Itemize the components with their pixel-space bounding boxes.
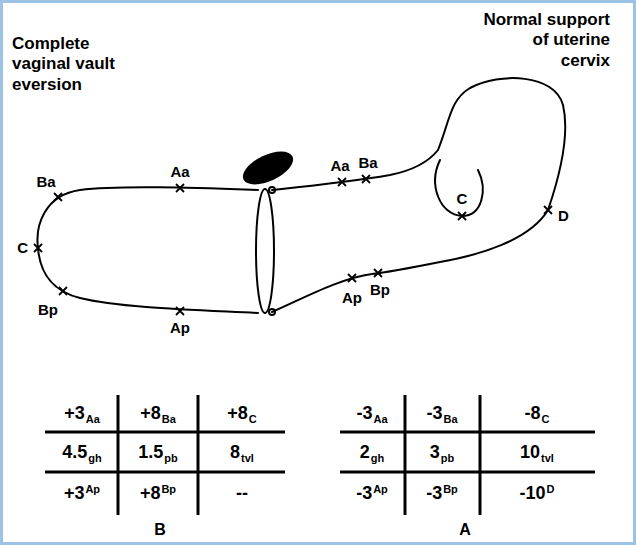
- cell-value: +3: [64, 483, 85, 503]
- table-cell: +8C: [227, 403, 256, 424]
- grid-line: [479, 395, 482, 515]
- table-cell: +8Ba: [140, 403, 176, 424]
- point-label: Ap: [170, 319, 190, 337]
- point-mark: [176, 307, 184, 315]
- point-label: C: [17, 239, 28, 257]
- point-subscript: Bp: [443, 483, 458, 495]
- point-mark: [34, 244, 42, 252]
- table-cell: --: [236, 483, 248, 504]
- grid-line: [117, 395, 120, 515]
- cell-value: 3: [430, 442, 440, 462]
- cell-value: -8: [525, 403, 541, 423]
- table-cell: -3Bp: [426, 483, 458, 504]
- point-subscript: Ap: [373, 483, 388, 495]
- point-label: Bp: [38, 301, 58, 319]
- region-title: Complete vaginal vault eversion: [12, 34, 122, 95]
- table-cell: -3Ap: [356, 483, 388, 504]
- table-cell: -8C: [525, 403, 550, 424]
- cell-value: -10: [520, 483, 546, 503]
- table-cell: 1.5pb: [138, 442, 177, 463]
- cell-value: 2: [360, 442, 370, 462]
- cell-value: 10: [520, 442, 540, 462]
- point-subscript: D: [547, 483, 555, 495]
- point-label: Ba: [36, 173, 55, 191]
- point-subscript: C: [249, 413, 257, 425]
- point-subscript: Aa: [86, 413, 100, 425]
- point-subscript: tvl: [241, 452, 254, 464]
- table-caption: A: [459, 520, 471, 539]
- table-cell: 10tvl: [520, 442, 554, 463]
- table-cell: 4.5gh: [62, 442, 101, 463]
- table-cell: 2gh: [360, 442, 384, 463]
- grid-line: [45, 431, 285, 434]
- introitus-ring: [256, 189, 274, 313]
- point-subscript: Aa: [373, 413, 387, 425]
- cell-value: --: [236, 483, 248, 503]
- point-mark: [458, 212, 466, 220]
- point-marks: [34, 175, 552, 315]
- cell-value: -3: [356, 403, 372, 423]
- point-subscript: Ap: [85, 483, 100, 495]
- point-mark: [338, 178, 346, 186]
- grid-line: [197, 395, 200, 515]
- cell-value: 1.5: [138, 442, 163, 462]
- point-subscript: tvl: [541, 452, 554, 464]
- point-label: Aa: [330, 157, 349, 175]
- cell-value: +3: [64, 403, 85, 423]
- cell-value: 8: [230, 442, 240, 462]
- point-subscript: Ba: [162, 413, 176, 425]
- point-subscript: Bp: [161, 483, 176, 495]
- point-label: C: [457, 190, 468, 208]
- point-mark: [59, 287, 67, 295]
- table-cell: +3Ap: [64, 483, 100, 504]
- grid-line: [340, 471, 595, 474]
- cervix-outline: [435, 160, 482, 216]
- grid-line: [45, 471, 285, 474]
- point-label: Ba: [358, 154, 377, 172]
- table-caption: B: [154, 520, 166, 539]
- point-mark: [54, 193, 62, 201]
- cell-value: +8: [227, 403, 248, 423]
- point-subscript: gh: [88, 452, 101, 464]
- cell-value: +8: [140, 483, 161, 503]
- anterior-wall: [272, 78, 565, 210]
- grid-line: [340, 431, 595, 434]
- point-label: D: [558, 207, 569, 225]
- cell-value: +8: [140, 403, 161, 423]
- region-title: Normal support of uterine cervix: [481, 10, 610, 71]
- point-subscript: pb: [164, 452, 177, 464]
- cell-value: 4.5: [62, 442, 87, 462]
- cell-value: -3: [426, 483, 442, 503]
- point-label: Aa: [170, 163, 189, 181]
- point-mark: [374, 269, 382, 277]
- point-mark: [362, 175, 370, 183]
- cell-value: -3: [426, 403, 442, 423]
- table-cell: -3Aa: [356, 403, 387, 424]
- table-cell: -10D: [520, 483, 555, 504]
- cell-value: -3: [356, 483, 372, 503]
- point-subscript: Ba: [443, 413, 457, 425]
- table-cell: 3pb: [430, 442, 454, 463]
- table-cell: 8tvl: [230, 442, 254, 463]
- table-cell: -3Ba: [426, 403, 457, 424]
- table-cell: +3Aa: [64, 403, 100, 424]
- pubic-bone: [238, 145, 298, 191]
- point-subscript: C: [542, 413, 550, 425]
- point-mark: [544, 206, 552, 214]
- point-mark: [176, 184, 184, 192]
- point-subscript: gh: [371, 452, 384, 464]
- grid-lines: [45, 395, 595, 515]
- grid-line: [404, 395, 407, 515]
- point-label: Bp: [370, 281, 390, 299]
- table-cell: +8Bp: [140, 483, 176, 504]
- posterior-wall: [272, 210, 548, 312]
- point-label: Ap: [342, 289, 362, 307]
- everted-vault-outline: [37, 187, 258, 313]
- point-subscript: pb: [441, 452, 454, 464]
- point-mark: [348, 274, 356, 282]
